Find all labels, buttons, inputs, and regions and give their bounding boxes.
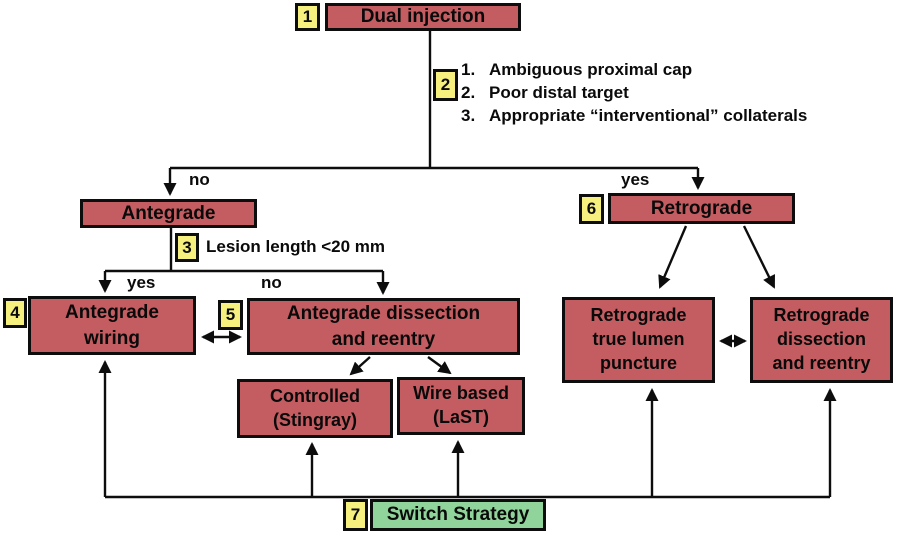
node-antegrade-dissection: Antegrade dissection and reentry: [247, 298, 520, 355]
criteria-item: 3. Appropriate “interventional” collater…: [461, 104, 807, 127]
edge-label-yes-left: yes: [127, 273, 156, 292]
edge-label-no-top: no: [189, 170, 210, 189]
step-tag-4: 4: [3, 298, 27, 328]
step-tag-1: 1: [295, 3, 320, 31]
node-switch-strategy: Switch Strategy: [370, 499, 546, 531]
node-dual-injection: Dual injection: [325, 3, 521, 31]
node-retro-dissection-label: Retrograde dissection and reentry: [772, 305, 871, 373]
arrow-retro-dissection: [742, 225, 776, 289]
edge-label-no-mid: no: [261, 273, 282, 292]
node-antegrade: Antegrade: [80, 199, 257, 228]
step-tag-3: 3: [175, 233, 199, 262]
node-retro-true-lumen-label: Retrograde true lumen puncture: [590, 305, 687, 373]
node-switch-strategy-label: Switch Strategy: [386, 504, 530, 526]
node-wire-based-last: Wire based (LaST): [397, 377, 525, 435]
criteria-item-number: 1.: [461, 60, 476, 79]
node-controlled-stingray: Controlled (Stingray): [237, 379, 393, 438]
edge-label-lesion-length: Lesion length <20 mm: [206, 237, 386, 256]
step-tag-7: 7: [343, 499, 368, 531]
node-wire-based-last-label: Wire based (LaST): [413, 383, 509, 427]
node-antegrade-dissection-label: Antegrade dissection and reentry: [286, 303, 481, 350]
step-tag-2: 2: [433, 69, 458, 101]
criteria-item-number: 2.: [461, 83, 476, 102]
arrow-dissection-stingray: [349, 356, 371, 376]
criteria-item-number: 3.: [461, 106, 476, 125]
node-retro-dissection: Retrograde dissection and reentry: [750, 297, 893, 383]
criteria-item: 1. Ambiguous proximal cap: [461, 58, 807, 81]
criteria-item-text: Ambiguous proximal cap: [489, 60, 693, 79]
criteria-item: 2. Poor distal target: [461, 81, 807, 104]
arrow-dissection-last: [427, 356, 452, 375]
node-controlled-stingray-label: Controlled (Stingray): [270, 385, 360, 430]
node-retro-true-lumen: Retrograde true lumen puncture: [562, 297, 715, 383]
node-retrograde: Retrograde: [608, 193, 795, 224]
criteria-list: 1. Ambiguous proximal cap 2. Poor distal…: [461, 58, 807, 127]
criteria-item-text: Poor distal target: [489, 83, 629, 102]
arrow-retro-truelumen: [658, 225, 688, 289]
node-dual-injection-label: Dual injection: [360, 6, 486, 28]
node-antegrade-label: Antegrade: [121, 202, 216, 224]
step-tag-6: 6: [579, 194, 604, 224]
criteria-item-text: Appropriate “interventional” collaterals: [489, 106, 808, 125]
node-antegrade-wiring: Antegrade wiring: [28, 296, 196, 355]
edge-label-yes-top: yes: [621, 170, 650, 189]
step-tag-5: 5: [218, 300, 243, 330]
node-antegrade-wiring-label: Antegrade wiring: [65, 302, 159, 349]
node-retrograde-label: Retrograde: [650, 197, 753, 219]
